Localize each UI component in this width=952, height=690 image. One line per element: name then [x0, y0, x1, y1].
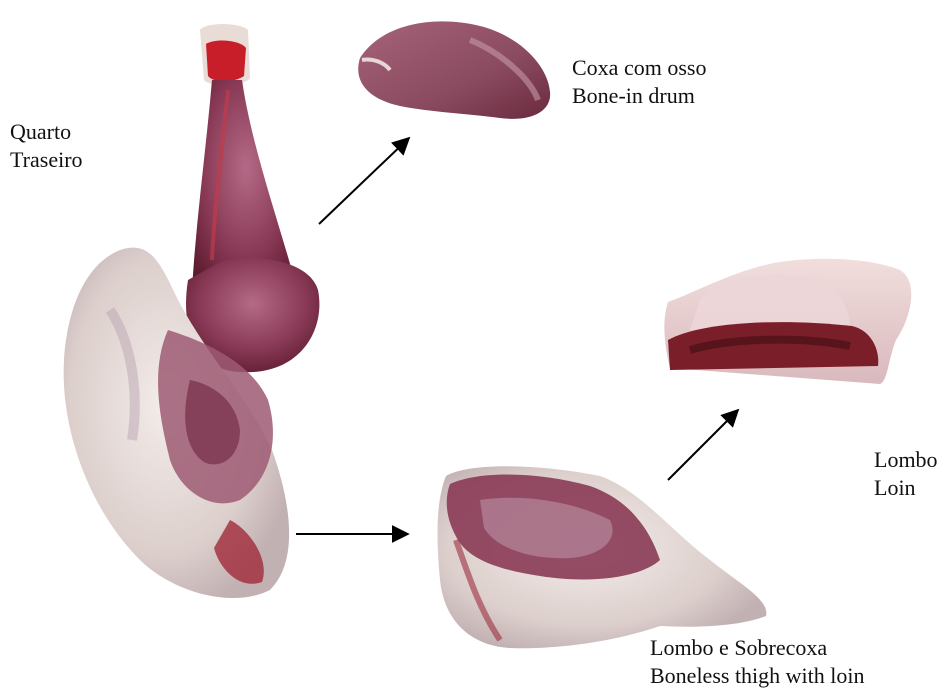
- loin-image: [664, 259, 911, 384]
- bone-in-drum-image: [358, 21, 550, 118]
- label-thigh-line1: Lombo e Sobrecoxa: [650, 634, 865, 662]
- label-loin-line2: Loin: [874, 474, 938, 502]
- label-drum-line2: Bone-in drum: [572, 82, 706, 110]
- label-loin: Lombo Loin: [874, 446, 938, 502]
- label-bone-in-drum: Coxa com osso Bone-in drum: [572, 54, 706, 110]
- label-hindquarter-line2: Traseiro: [10, 146, 83, 174]
- arrow-to-loin: [668, 410, 738, 480]
- hindquarter-image: [64, 24, 320, 598]
- arrow-to-drum: [319, 138, 409, 224]
- label-hindquarter-line1: Quarto: [10, 118, 83, 146]
- label-drum-line1: Coxa com osso: [572, 54, 706, 82]
- label-hindquarter: Quarto Traseiro: [10, 118, 83, 174]
- boneless-thigh-loin-image: [438, 466, 767, 648]
- label-thigh-loin: Lombo e Sobrecoxa Boneless thigh with lo…: [650, 634, 865, 690]
- label-loin-line1: Lombo: [874, 446, 938, 474]
